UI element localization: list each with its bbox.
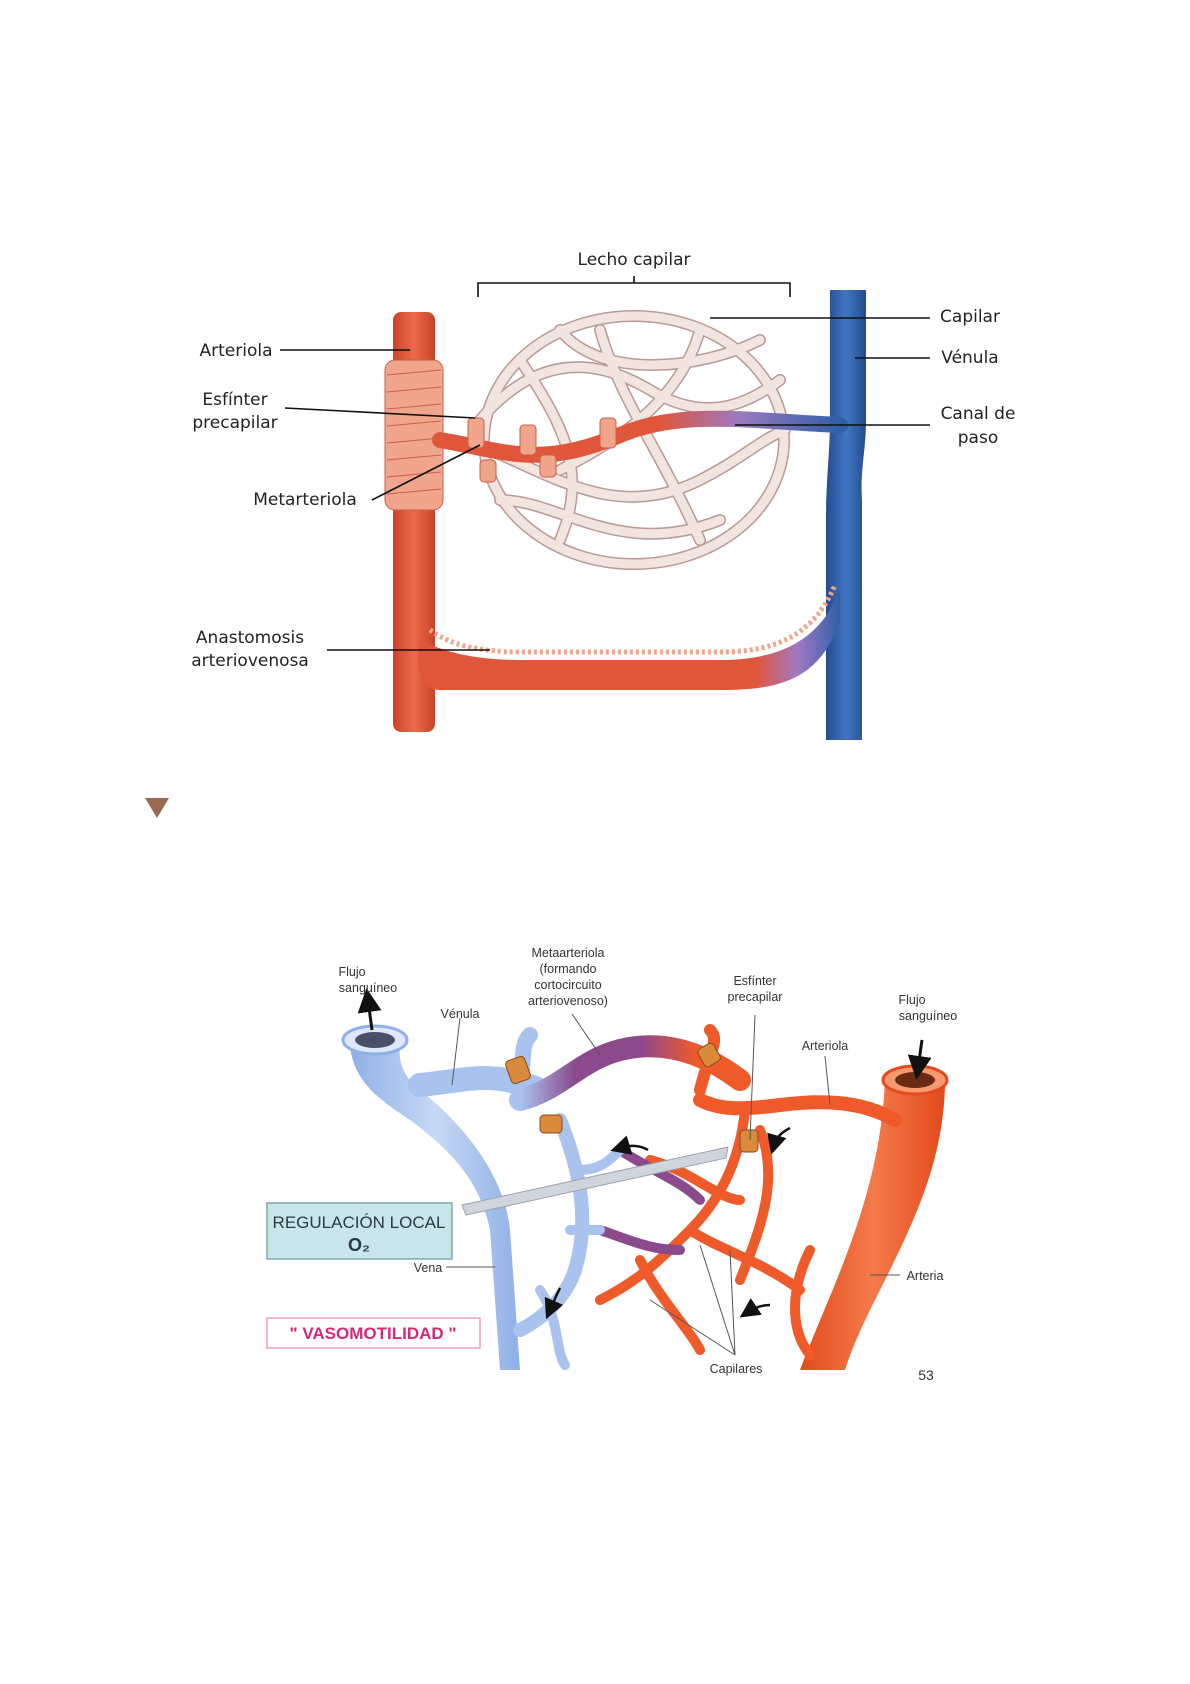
esfinter-leader bbox=[284, 407, 476, 419]
regulation-title: REGULACIÓN LOCAL bbox=[273, 1213, 446, 1232]
flujo-right-label-2: sanguíneo bbox=[899, 1009, 957, 1023]
arteriola-label: Arteriola bbox=[802, 1039, 849, 1053]
canal-label-line1: Canal de bbox=[941, 404, 1016, 424]
arteria-label: Arteria bbox=[907, 1269, 944, 1283]
triangle-bullet-icon bbox=[145, 798, 169, 818]
flow-in-arrow-icon bbox=[907, 1039, 932, 1080]
arteriole-vessel bbox=[384, 312, 444, 732]
metarteriola-leader bbox=[371, 444, 481, 501]
flujo-right-label-1: Flujo bbox=[898, 993, 925, 1007]
precapillary-sphincter bbox=[539, 1114, 563, 1134]
flow-out-arrow-icon bbox=[357, 988, 382, 1031]
esfinter-label-line1: Esfínter bbox=[202, 390, 267, 410]
meta-label-3: cortocircuito bbox=[534, 978, 601, 992]
meta-label-2: (formando bbox=[540, 962, 597, 976]
anastomosis-label-line1: Anastomosis bbox=[196, 628, 304, 648]
lecho-capilar-bracket bbox=[477, 276, 791, 297]
metarteriole-vessel bbox=[432, 410, 848, 483]
meta-leader bbox=[571, 1013, 601, 1056]
flujo-left-label-2: sanguíneo bbox=[339, 981, 397, 995]
regulation-o2: O₂ bbox=[348, 1235, 370, 1255]
capillaries-network bbox=[565, 1105, 815, 1360]
flow-arrow-icon bbox=[610, 1135, 649, 1155]
flow-arrow-icon bbox=[544, 1287, 564, 1320]
canal-label-line2: paso bbox=[958, 428, 998, 448]
vasomotility-box: " VASOMOTILIDAD " bbox=[266, 1317, 481, 1349]
precapillary-sphincter bbox=[739, 1129, 759, 1153]
capillary-bed-diagram: Lecho capilar bbox=[191, 250, 1016, 740]
flow-arrow-icon bbox=[767, 1126, 791, 1155]
precapillary-sphincter bbox=[519, 424, 537, 456]
precapillary-sphincter bbox=[479, 459, 497, 483]
precapillary-sphincter bbox=[697, 1042, 721, 1068]
anastomosis-label-line2: arteriovenosa bbox=[191, 651, 309, 671]
venula-label: Vénula bbox=[441, 1007, 480, 1021]
venula-label: Vénula bbox=[941, 348, 998, 368]
esfinter-leader bbox=[749, 1014, 756, 1141]
capilares-label: Capilares bbox=[710, 1362, 763, 1376]
regulation-box: REGULACIÓN LOCAL O₂ bbox=[266, 1202, 453, 1260]
meta-label-1: Metaarteriola bbox=[532, 946, 605, 960]
venula-leader bbox=[451, 1017, 461, 1086]
lecho-capilar-label: Lecho capilar bbox=[578, 250, 691, 270]
arteriovenous-anastomosis-vessel bbox=[418, 584, 840, 690]
vasomotility-text: " VASOMOTILIDAD " bbox=[290, 1324, 457, 1343]
precapillary-sphincter bbox=[467, 417, 485, 449]
metarteriola-label: Metarteriola bbox=[253, 490, 357, 510]
arteriola-label: Arteriola bbox=[200, 341, 273, 361]
capilares-leader bbox=[649, 1244, 736, 1356]
sphincters bbox=[505, 1042, 759, 1153]
esfinter-label-line2: precapilar bbox=[192, 413, 277, 433]
meta-label-4: arteriovenoso) bbox=[528, 994, 608, 1008]
precapillary-sphincter bbox=[505, 1055, 531, 1085]
precapillary-sphincter bbox=[539, 454, 557, 478]
flujo-left-label-1: Flujo bbox=[338, 965, 365, 979]
local-regulation-diagram: Flujo sanguíneo Vénula Metaarteriola (fo… bbox=[266, 946, 957, 1383]
esfinter-label-1: Esfínter bbox=[733, 974, 776, 988]
arteriola-leader bbox=[824, 1055, 831, 1106]
precapillary-sphincter bbox=[599, 417, 617, 449]
page-number: 53 bbox=[918, 1367, 934, 1383]
regulation-pointer-arrow-icon bbox=[461, 1146, 729, 1216]
esfinter-label-2: precapilar bbox=[728, 990, 783, 1004]
vena-label: Vena bbox=[414, 1261, 443, 1275]
capilar-label: Capilar bbox=[940, 307, 1000, 327]
flow-arrow-icon bbox=[739, 1298, 771, 1318]
